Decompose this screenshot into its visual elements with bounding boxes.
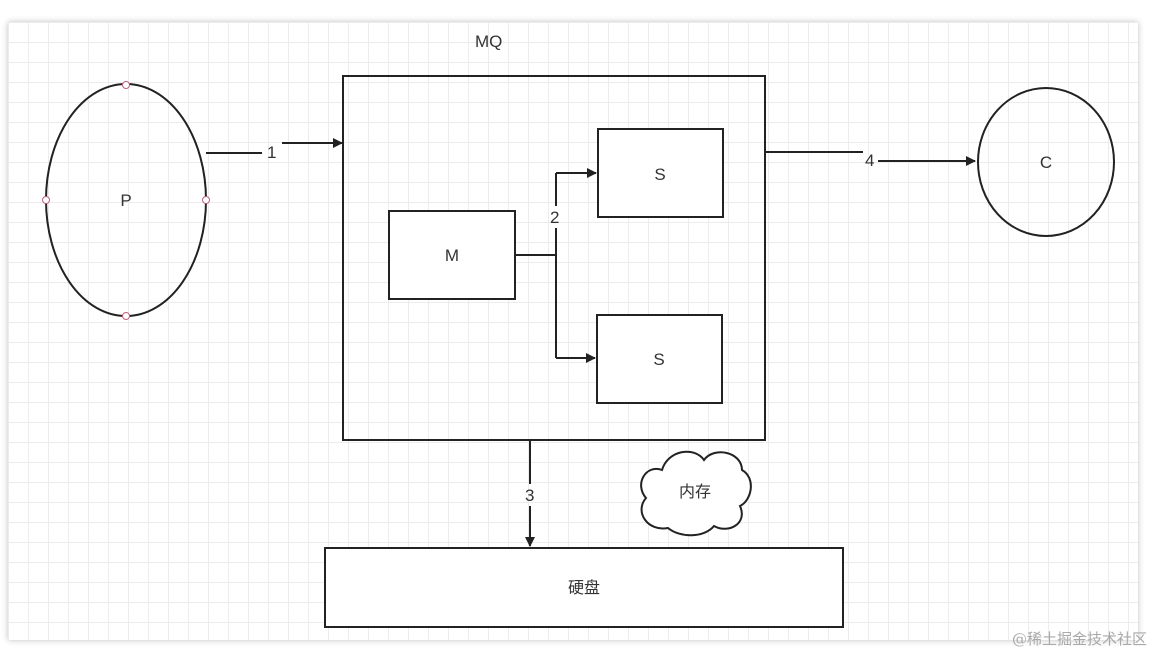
- memory-label: 内存: [679, 482, 711, 501]
- store-box-bottom: [596, 314, 723, 404]
- store-top-label: S: [654, 165, 665, 184]
- mq-title: MQ: [475, 32, 502, 51]
- resize-handle-top: [122, 81, 130, 89]
- message-label: M: [445, 246, 459, 265]
- step-1-label: 1: [267, 143, 276, 162]
- producer-label: P: [120, 191, 131, 210]
- disk-label: 硬盘: [568, 578, 600, 597]
- step-2-label: 2: [550, 208, 559, 227]
- store-bottom-label: S: [653, 350, 664, 369]
- mq-box: [342, 75, 766, 441]
- store-box-top: [597, 128, 724, 218]
- resize-handle-bottom: [122, 312, 130, 320]
- diagram-canvas: [8, 22, 1138, 640]
- consumer-label: C: [1040, 153, 1052, 172]
- memory-cloud: [640, 450, 752, 537]
- step-3-label: 3: [525, 486, 534, 505]
- consumer-node: [977, 87, 1115, 237]
- disk-box: [324, 547, 844, 628]
- watermark: @稀土掘金技术社区: [1011, 630, 1147, 648]
- resize-handle-right: [202, 196, 210, 204]
- step-4-label: 4: [865, 151, 874, 170]
- resize-handle-left: [42, 196, 50, 204]
